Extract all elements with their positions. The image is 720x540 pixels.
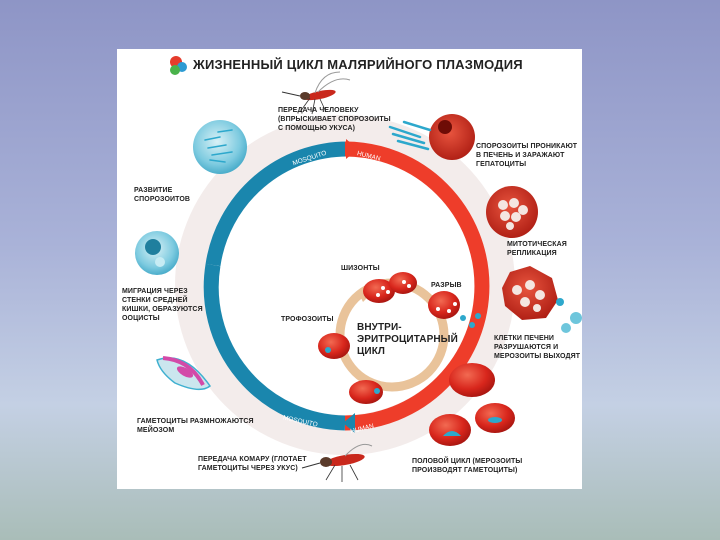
logo-icon	[170, 56, 187, 75]
label-migration-oocysts: МИГРАЦИЯ ЧЕРЕЗ СТЕНКИ СРЕДНЕЙ КИШКИ, ОБР…	[122, 288, 203, 322]
label-schizonts: ШИЗОНТЫ	[341, 265, 380, 272]
human-stage-cells	[388, 114, 582, 446]
mosquito-arc-left	[203, 263, 346, 431]
label-sporozoite-development: РАЗВИТИЕ СПОРОЗОИТОВ	[134, 187, 191, 203]
red-blood-cell	[449, 363, 495, 397]
label-transfer-to-human: ПЕРЕДАЧА ЧЕЛОВЕКУ (ВПРЫСКИВАЕТ СПОРОЗОИТ…	[278, 107, 391, 132]
mosquito-arc-top	[205, 141, 349, 267]
red-blood-cell	[429, 414, 471, 446]
gametocytes-icon	[156, 356, 212, 391]
label-rupture: РАЗРЫВ	[431, 282, 462, 289]
red-blood-cell	[349, 380, 383, 404]
label-sexual-cycle: ПОЛОВОЙ ЦИКЛ (МЕРОЗОИТЫ ПРОИЗВОДЯТ ГАМЕТ…	[412, 458, 523, 474]
watermark-ring	[175, 115, 515, 455]
label-mitotic-replication: МИТОТИЧЕСКАЯ РЕПЛИКАЦИЯ	[507, 241, 567, 257]
inner-cells	[318, 272, 481, 404]
label-transfer-to-mosquito: ПЕРЕДАЧА КОМАРУ (ГЛОТАЕТ ГАМЕТОЦИТЫ ЧЕРЕ…	[198, 456, 307, 472]
rupturing-liver-cell	[502, 266, 558, 320]
hepatocyte-cell	[429, 114, 475, 160]
diagram-title: ЖИЗНЕННЫЙ ЦИКЛ МАЛЯРИЙНОГО ПЛАЗМОДИЯ	[193, 57, 523, 72]
red-blood-cell	[318, 333, 350, 359]
red-blood-cell	[363, 279, 395, 303]
mosquito-icon-top	[281, 71, 351, 115]
label-trophozoites: ТРОФОЗОИТЫ	[281, 316, 334, 323]
oocyst-cell	[193, 120, 247, 174]
arrow-head-top	[346, 139, 358, 159]
mosquito-icon-bottom	[301, 443, 373, 482]
mosquito-stage-cells	[135, 120, 247, 391]
label-sporozoites-liver: СПОРОЗОИТЫ ПРОНИКАЮТ В ПЕЧЕНЬ И ЗАРАЖАЮТ…	[476, 143, 578, 168]
mitotic-liver-cell	[486, 186, 538, 238]
red-blood-cell	[428, 291, 460, 319]
sporozoites-icon	[388, 120, 432, 151]
label-gametocytes-meiosis: ГАМЕТОЦИТЫ РАЗМНОЖАЮТСЯ МЕЙОЗОМ	[137, 418, 254, 434]
label-liver-cells-rupture: КЛЕТКИ ПЕЧЕНИ РАЗРУШАЮТСЯ И МЕРОЗОИТЫ ВЫ…	[494, 335, 581, 360]
arrow-head-bottom	[343, 413, 355, 433]
cycle-ring: MOSQUITO HUMAN MOSQUITO HUMAN	[203, 139, 490, 435]
human-arc	[344, 141, 490, 431]
center-label: ВНУТРИ- ЭРИТРОЦИТАРНЫЙ ЦИКЛ	[357, 322, 458, 357]
